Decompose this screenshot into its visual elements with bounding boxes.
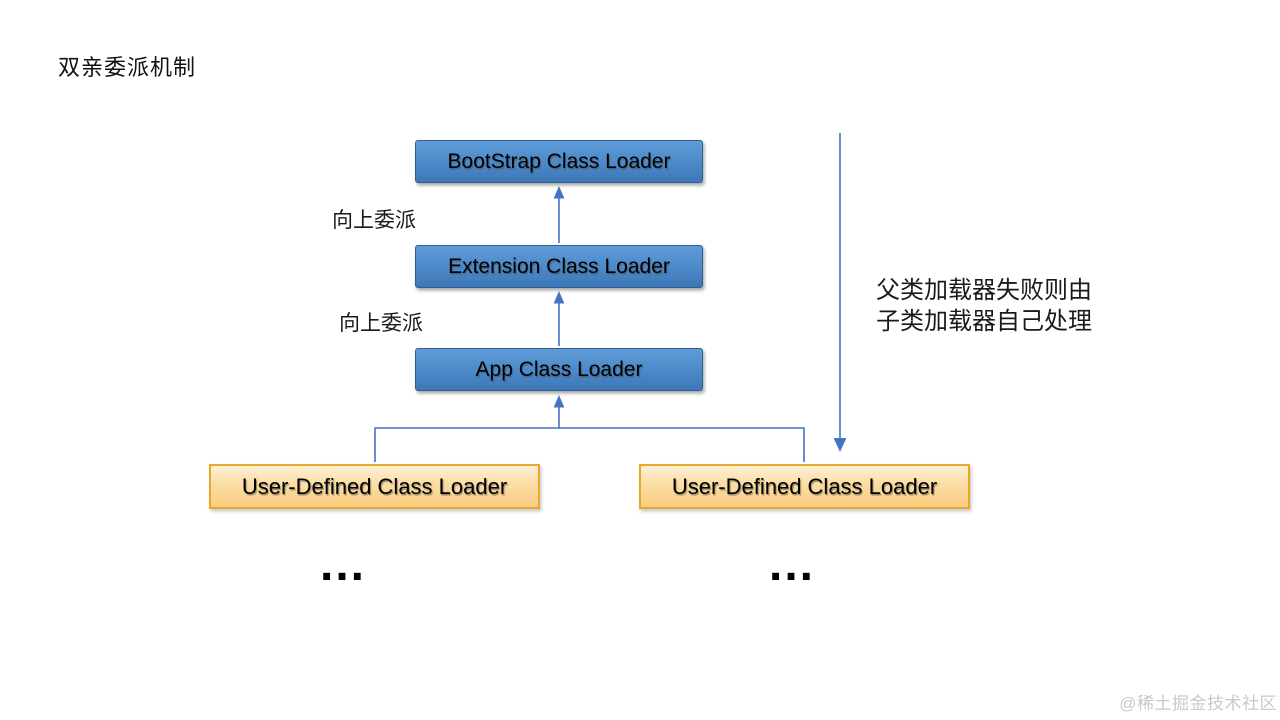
node-label: Extension Class Loader bbox=[448, 254, 670, 278]
down-arrow-fallback bbox=[833, 133, 847, 452]
arrowhead-up-icon bbox=[553, 186, 565, 199]
node-app-class-loader: App Class Loader bbox=[415, 348, 703, 391]
watermark: @稀土掘金技术社区 bbox=[1119, 694, 1277, 713]
edge-label-delegate-up-1: 向上委派 bbox=[332, 209, 416, 232]
node-user-defined-class-loader-right: User-Defined Class Loader bbox=[639, 464, 970, 509]
ellipsis-right: ... bbox=[768, 538, 815, 591]
arrowhead-up-icon bbox=[553, 395, 565, 408]
arrowhead-up-icon bbox=[553, 291, 565, 304]
fallback-note-line2: 子类加载器自己处理 bbox=[876, 308, 1092, 335]
node-user-defined-class-loader-left: User-Defined Class Loader bbox=[209, 464, 540, 509]
up-arrow-app-to-extension bbox=[553, 291, 565, 346]
node-label: App Class Loader bbox=[475, 357, 643, 381]
arrowhead-down-icon bbox=[833, 438, 847, 452]
up-arrow-extension-to-bootstrap bbox=[553, 186, 565, 243]
user-loaders-connector bbox=[374, 395, 805, 462]
node-bootstrap-class-loader: BootStrap Class Loader bbox=[415, 140, 703, 183]
node-label: User-Defined Class Loader bbox=[671, 473, 938, 499]
page-title: 双亲委派机制 bbox=[58, 55, 197, 80]
node-label: User-Defined Class Loader bbox=[241, 473, 508, 499]
node-label: BootStrap Class Loader bbox=[447, 149, 671, 173]
ellipsis-left: ... bbox=[319, 538, 366, 591]
fallback-note: 父类加载器失败则由 子类加载器自己处理 bbox=[876, 275, 1092, 337]
fallback-note-line1: 父类加载器失败则由 bbox=[876, 277, 1092, 304]
edge-label-delegate-up-2: 向上委派 bbox=[339, 312, 423, 335]
node-extension-class-loader: Extension Class Loader bbox=[415, 245, 703, 288]
